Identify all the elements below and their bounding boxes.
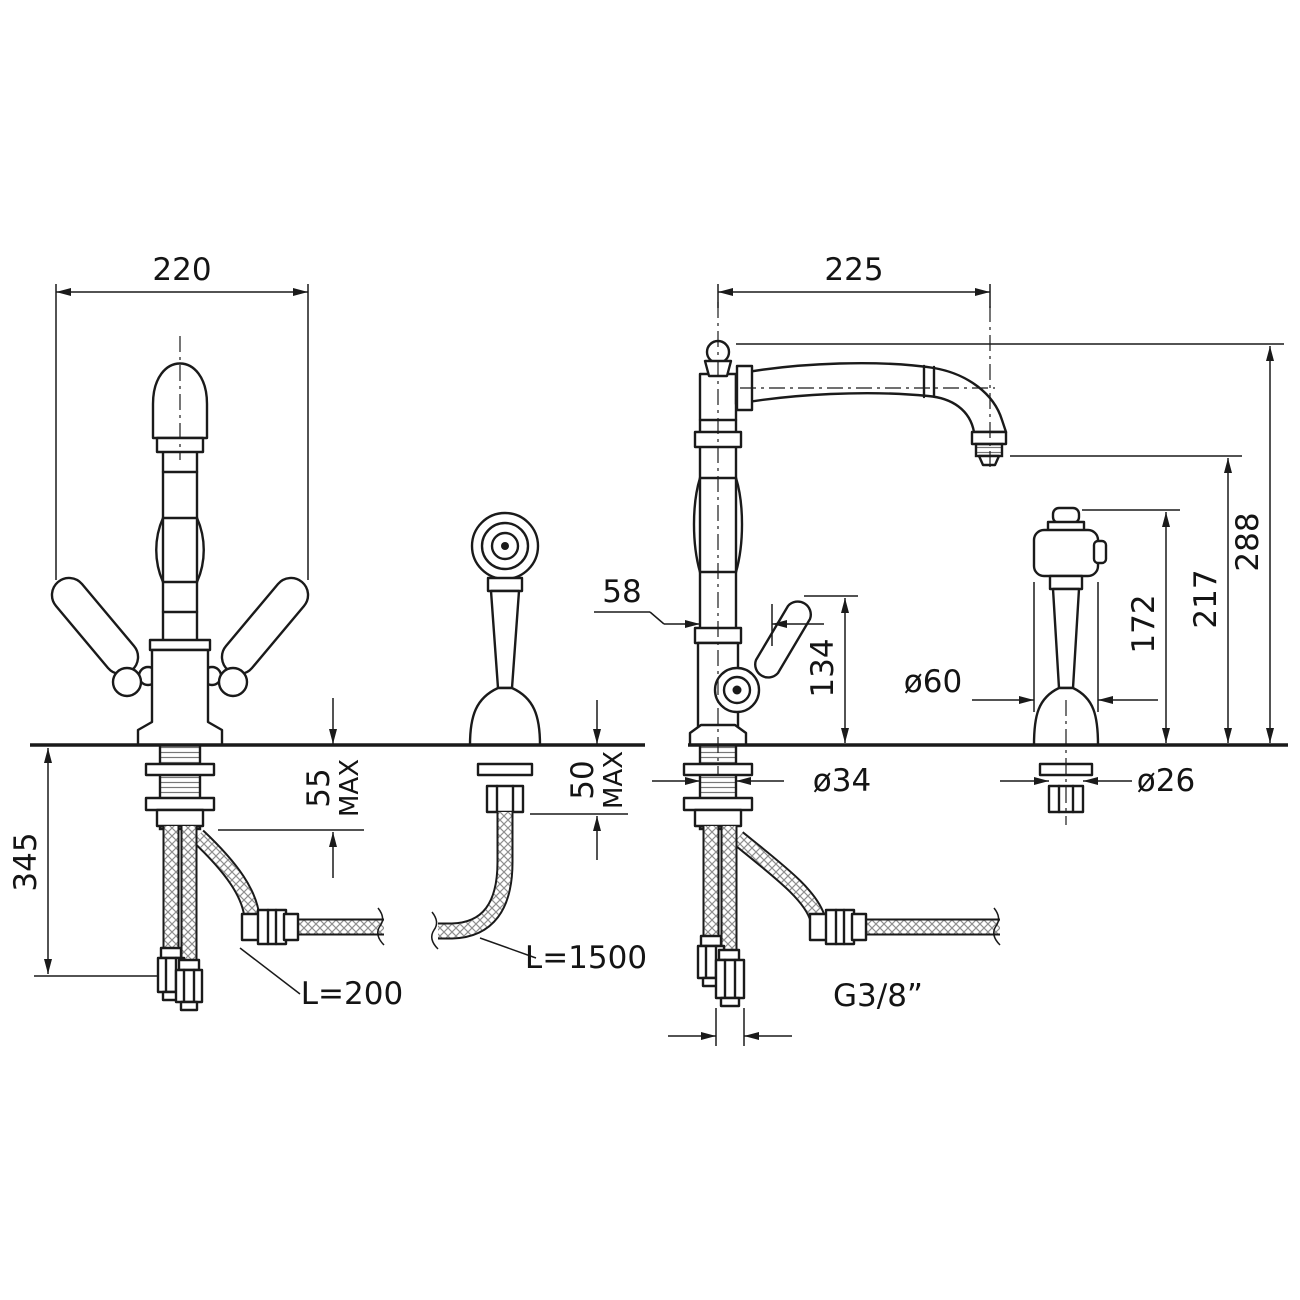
spray-collar [486,576,524,593]
left-handle-ball [111,666,143,698]
spout-side-profile [734,362,1008,467]
mounting-plate-side [682,796,754,812]
right-lever-handle [220,576,310,676]
side-spray-front-view [431,511,542,950]
hose-cut-mark [993,907,1001,946]
supply-tubes [156,826,204,1012]
dim-label-172: 172 [1126,594,1162,653]
dim-dia60: ø60 [904,582,1158,712]
hose-length-label-l200: L=200 [301,976,403,1012]
dim-label-dia26: ø26 [1137,763,1195,799]
centerlines [179,302,1067,825]
spray-knob [1051,506,1081,525]
dim-217: 217 [1010,455,1242,743]
dim-g38-thread: G3/8” [668,978,923,1046]
dim-50-max: 50 MAX [530,700,629,860]
lever-handle-side [754,600,812,679]
hose-cut-mark [377,907,385,946]
dim-label-217: 217 [1188,569,1224,628]
main-faucet-below-deck-front [144,743,385,1012]
aerator [974,442,1004,458]
mounting-nut-side [693,808,743,828]
dim-288: 288 [736,343,1284,743]
label-hose-l200: L=200 [239,947,403,1012]
hose-cut-mark [431,911,439,950]
hose-length-label-l1500: L=1500 [525,940,647,976]
dim-label-50-max: MAX [599,751,629,809]
dim-58: 58 [594,574,824,646]
spray-mounting-nut [485,784,525,814]
dim-label-134: 134 [805,638,841,697]
dim-dia26: ø26 [1000,763,1195,799]
dim-label-dia34: ø34 [813,763,871,799]
dim-label-58: 58 [602,574,641,610]
dim-220: 220 [55,252,309,580]
spray-washer [476,762,534,777]
spray-head-side [1032,528,1100,578]
faucet-body-base [136,638,224,747]
dim-label-288: 288 [1230,512,1266,571]
mounting-nut [155,808,205,828]
dim-label-55-max: MAX [335,759,365,817]
dim-55-max: 55 MAX [218,698,365,878]
mounting-plate [144,796,216,812]
spray-trigger [1092,539,1108,565]
kitchen-faucet-side-view [688,339,1008,747]
label-hose-l1500: L=1500 [479,937,647,976]
main-hose-side [738,838,1001,946]
dim-label-g38: G3/8” [833,978,923,1014]
spray-base [468,686,542,747]
dim-label-345: 345 [8,832,44,891]
kitchen-faucet-front-view [50,362,310,747]
spout-outlet [970,430,1008,446]
spray-hose [431,812,505,950]
faucet-column [155,448,205,652]
main-hose [198,836,385,946]
mounting-washer [144,762,216,777]
supply-tubes-side [696,826,746,1008]
right-handle-ball [217,666,249,698]
dim-345: 345 [8,748,158,977]
left-lever-handle [50,576,140,676]
dim-172: 172 [1082,509,1180,743]
dim-dia34: ø34 [652,763,871,799]
spray-handle-side [1051,587,1081,690]
dim-134: 134 [804,595,858,743]
dim-label-220: 220 [152,252,211,288]
side-spray-side-view [1032,506,1108,814]
dim-225: 225 [717,252,991,308]
spray-handle [489,589,521,690]
handle-hub-side [713,666,761,714]
dim-label-50: 50 [565,760,601,799]
dim-label-dia60: ø60 [904,664,962,700]
dim-label-225: 225 [824,252,883,288]
dim-label-55: 55 [301,768,337,807]
